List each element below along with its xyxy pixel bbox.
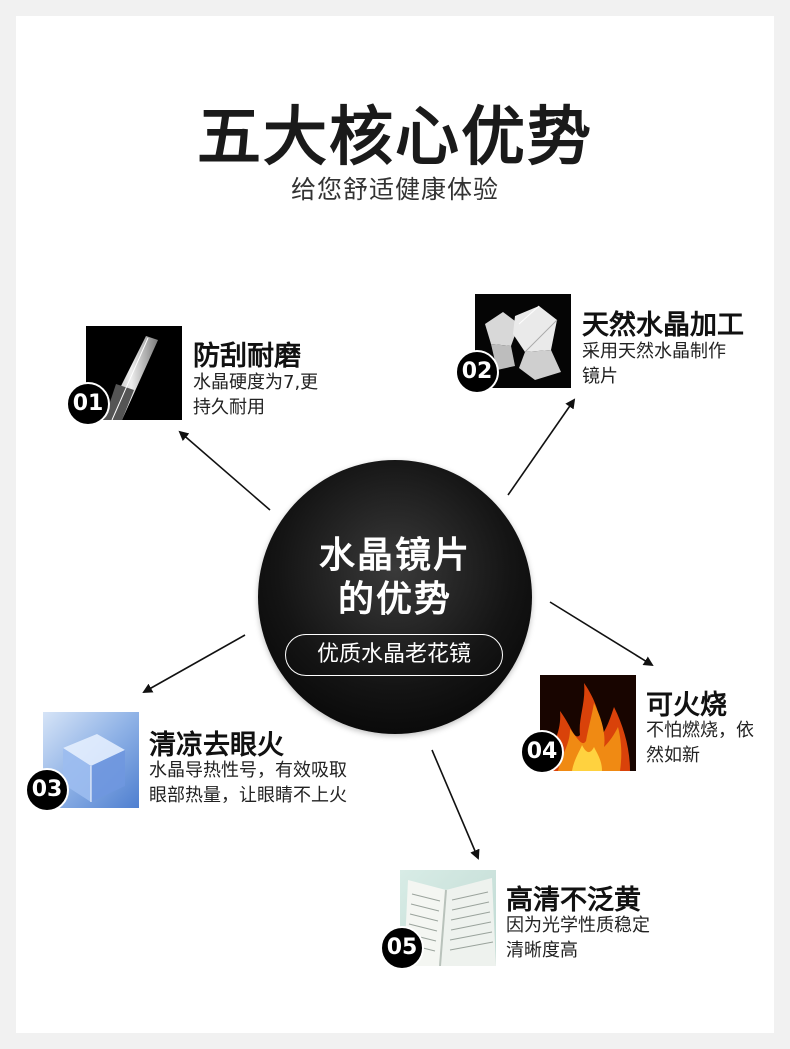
- page-title: 五大核心优势: [197, 101, 593, 175]
- feature-desc-01-line2: 持久耐用: [193, 397, 265, 418]
- arrow-to-02: [507, 398, 576, 496]
- feature-number-02: 02: [455, 350, 499, 394]
- feature-title-02: 天然水晶加工: [582, 310, 744, 341]
- hub-title-line2: 的优势: [337, 579, 452, 620]
- feature-desc-03-line1: 水晶导热性号，有效吸取: [149, 760, 347, 781]
- feature-number-03: 03: [25, 768, 69, 812]
- arrow-to-03: [142, 634, 246, 693]
- arrow-to-04: [549, 601, 654, 667]
- blade-icon: [86, 326, 182, 420]
- hub-title-line1: 水晶镜片: [318, 535, 471, 576]
- page-subtitle: 给您舒适健康体验: [290, 175, 499, 204]
- feature-number-04: 04: [520, 730, 564, 774]
- center-hub: 水晶镜片 的优势 优质水晶老花镜: [258, 460, 532, 734]
- feature-number-01: 01: [66, 382, 110, 426]
- feature-desc-04-line2: 然如新: [646, 745, 700, 766]
- feature-desc-01-line1: 水晶硬度为7,更: [193, 372, 319, 393]
- feature-desc-05-line1: 因为光学性质稳定: [506, 915, 650, 936]
- feature-title-04: 可火烧: [646, 690, 727, 721]
- hub-badge: 优质水晶老花镜: [285, 634, 503, 676]
- arrow-to-05: [431, 749, 480, 860]
- feature-title-03: 清凉去眼火: [149, 730, 284, 761]
- feature-desc-02-line1: 采用天然水晶制作: [582, 341, 726, 362]
- arrow-to-01: [178, 430, 271, 511]
- feature-desc-05-line2: 清晰度高: [506, 940, 578, 961]
- feature-title-01: 防刮耐磨: [193, 341, 301, 372]
- feature-number-05: 05: [380, 926, 424, 970]
- feature-title-05: 高清不泛黄: [506, 885, 641, 916]
- ice-cube-icon: [43, 712, 139, 808]
- feature-desc-04-line1: 不怕燃烧，依: [646, 720, 754, 741]
- feature-desc-02-line2: 镜片: [582, 366, 618, 387]
- feature-desc-03-line2: 眼部热量，让眼睛不上火: [149, 785, 347, 806]
